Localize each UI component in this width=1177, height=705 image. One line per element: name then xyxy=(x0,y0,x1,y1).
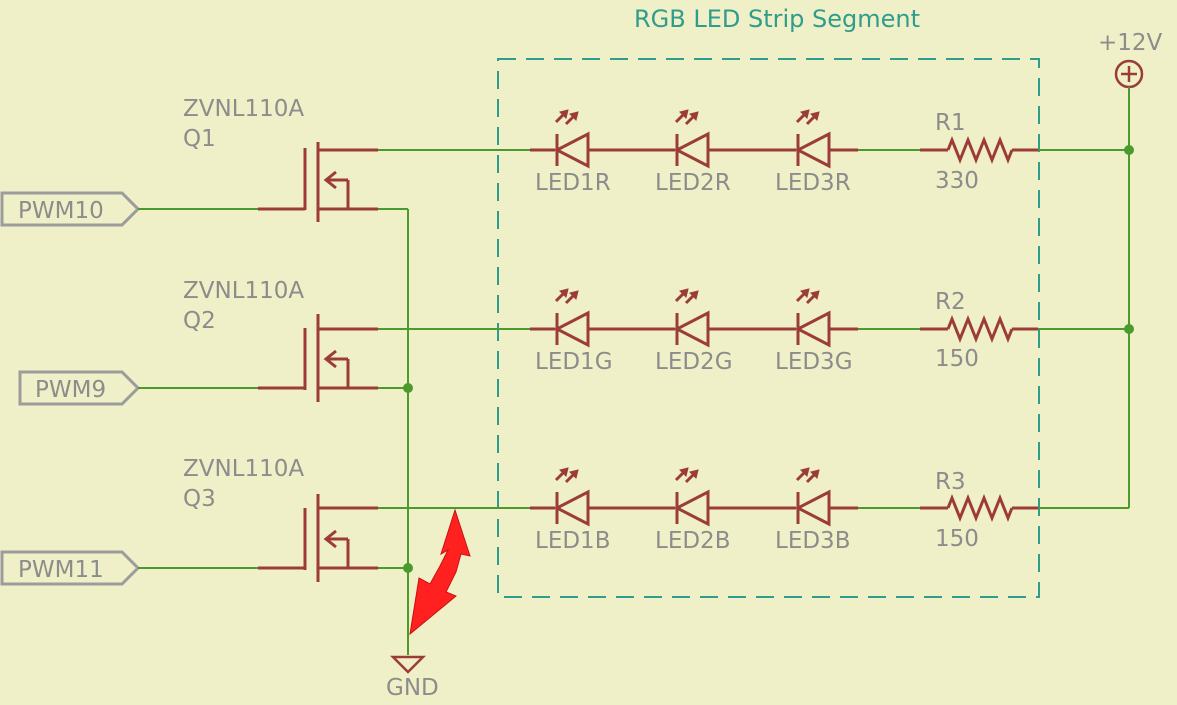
supply-label: +12V xyxy=(1098,30,1163,56)
transistor-part-label: ZVNL110A xyxy=(183,456,304,482)
transistor-symbol xyxy=(303,142,378,222)
channel-row-1: ZVNL110A Q1 PWM10 xyxy=(0,96,1129,227)
led-symbol xyxy=(673,288,710,348)
ground-label: GND xyxy=(386,675,439,701)
highlight-arrow xyxy=(409,508,471,636)
resistor-ref-label: R2 xyxy=(935,289,966,315)
led-symbol xyxy=(794,109,831,169)
transistor-part-label: ZVNL110A xyxy=(183,96,304,122)
led-label: LED3R xyxy=(775,170,851,196)
pwm-port-label: PWM10 xyxy=(18,198,104,224)
ground-symbol xyxy=(389,655,427,674)
transistor-ref-label: Q2 xyxy=(183,308,216,334)
led-symbol xyxy=(794,467,831,527)
led-symbol xyxy=(553,467,590,527)
resistor-value-label: 150 xyxy=(935,526,979,552)
led-label: LED2G xyxy=(655,349,733,375)
pwm-port-label: PWM11 xyxy=(18,557,104,583)
led-symbol xyxy=(553,109,590,169)
pwm-port xyxy=(0,191,141,227)
led-label: LED3G xyxy=(775,349,853,375)
led-symbol xyxy=(673,109,710,169)
resistor-symbol xyxy=(946,493,1014,523)
led-symbol xyxy=(673,467,710,527)
resistor-ref-label: R1 xyxy=(935,110,966,136)
diagram-title: RGB LED Strip Segment xyxy=(634,5,920,33)
led-label: LED3B xyxy=(775,528,850,554)
channel-row-3: ZVNL110A Q3 PWM11 xyxy=(0,456,1129,586)
resistor-symbol xyxy=(946,314,1014,344)
transistor-symbol xyxy=(303,494,378,582)
supply-symbol xyxy=(1114,59,1144,89)
led-symbol xyxy=(794,288,831,348)
led-symbol xyxy=(553,288,590,348)
transistor-ref-label: Q3 xyxy=(183,486,216,512)
pwm-port-label: PWM9 xyxy=(35,377,106,403)
led-label: LED2B xyxy=(655,528,730,554)
led-label: LED2R xyxy=(655,170,731,196)
transistor-part-label: ZVNL110A xyxy=(183,278,304,304)
transistor-symbol xyxy=(303,314,378,402)
resistor-ref-label: R3 xyxy=(935,469,966,495)
resistor-value-label: 330 xyxy=(935,168,979,194)
pwm-port xyxy=(0,550,141,586)
led-label: LED1R xyxy=(535,170,611,196)
pwm-port xyxy=(18,370,141,406)
led-label: LED1G xyxy=(535,349,613,375)
resistor-value-label: 150 xyxy=(935,346,979,372)
channel-row-2: ZVNL110A Q2 PWM9 xyxy=(18,278,1129,406)
led-label: LED1B xyxy=(535,528,610,554)
transistor-ref-label: Q1 xyxy=(183,126,216,152)
resistor-symbol xyxy=(946,135,1014,165)
